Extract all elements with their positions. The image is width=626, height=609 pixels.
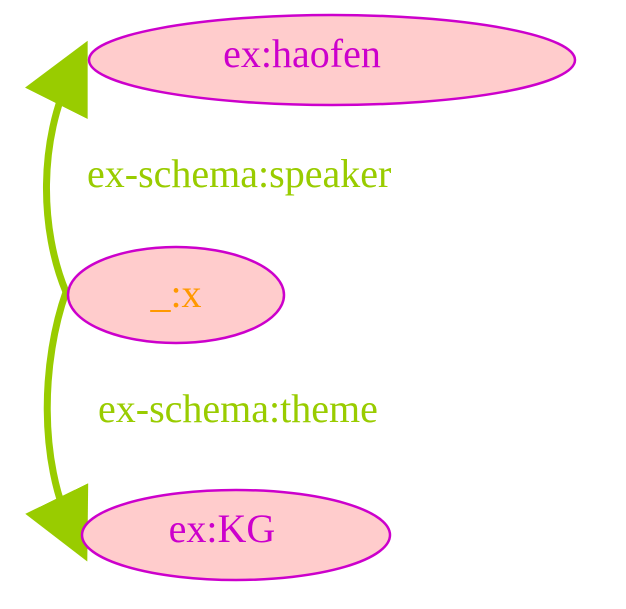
edge-speaker-label: ex-schema:speaker <box>87 151 391 196</box>
edge-theme-label: ex-schema:theme <box>98 386 378 431</box>
node-blank-x-ellipse <box>66 245 286 345</box>
node-kg: ex:KG <box>80 488 392 582</box>
node-blank-x: _:x <box>66 245 286 345</box>
node-haofen-ellipse <box>87 13 577 107</box>
node-kg-ellipse <box>80 488 392 582</box>
node-blank-x-label: _:x <box>149 271 201 316</box>
node-haofen-label: ex:haofen <box>223 31 381 76</box>
edge-theme-arrow <box>25 288 89 562</box>
node-kg-label: ex:KG <box>169 506 276 551</box>
edge-speaker-arrow <box>25 40 88 296</box>
node-haofen: ex:haofen <box>87 13 577 107</box>
